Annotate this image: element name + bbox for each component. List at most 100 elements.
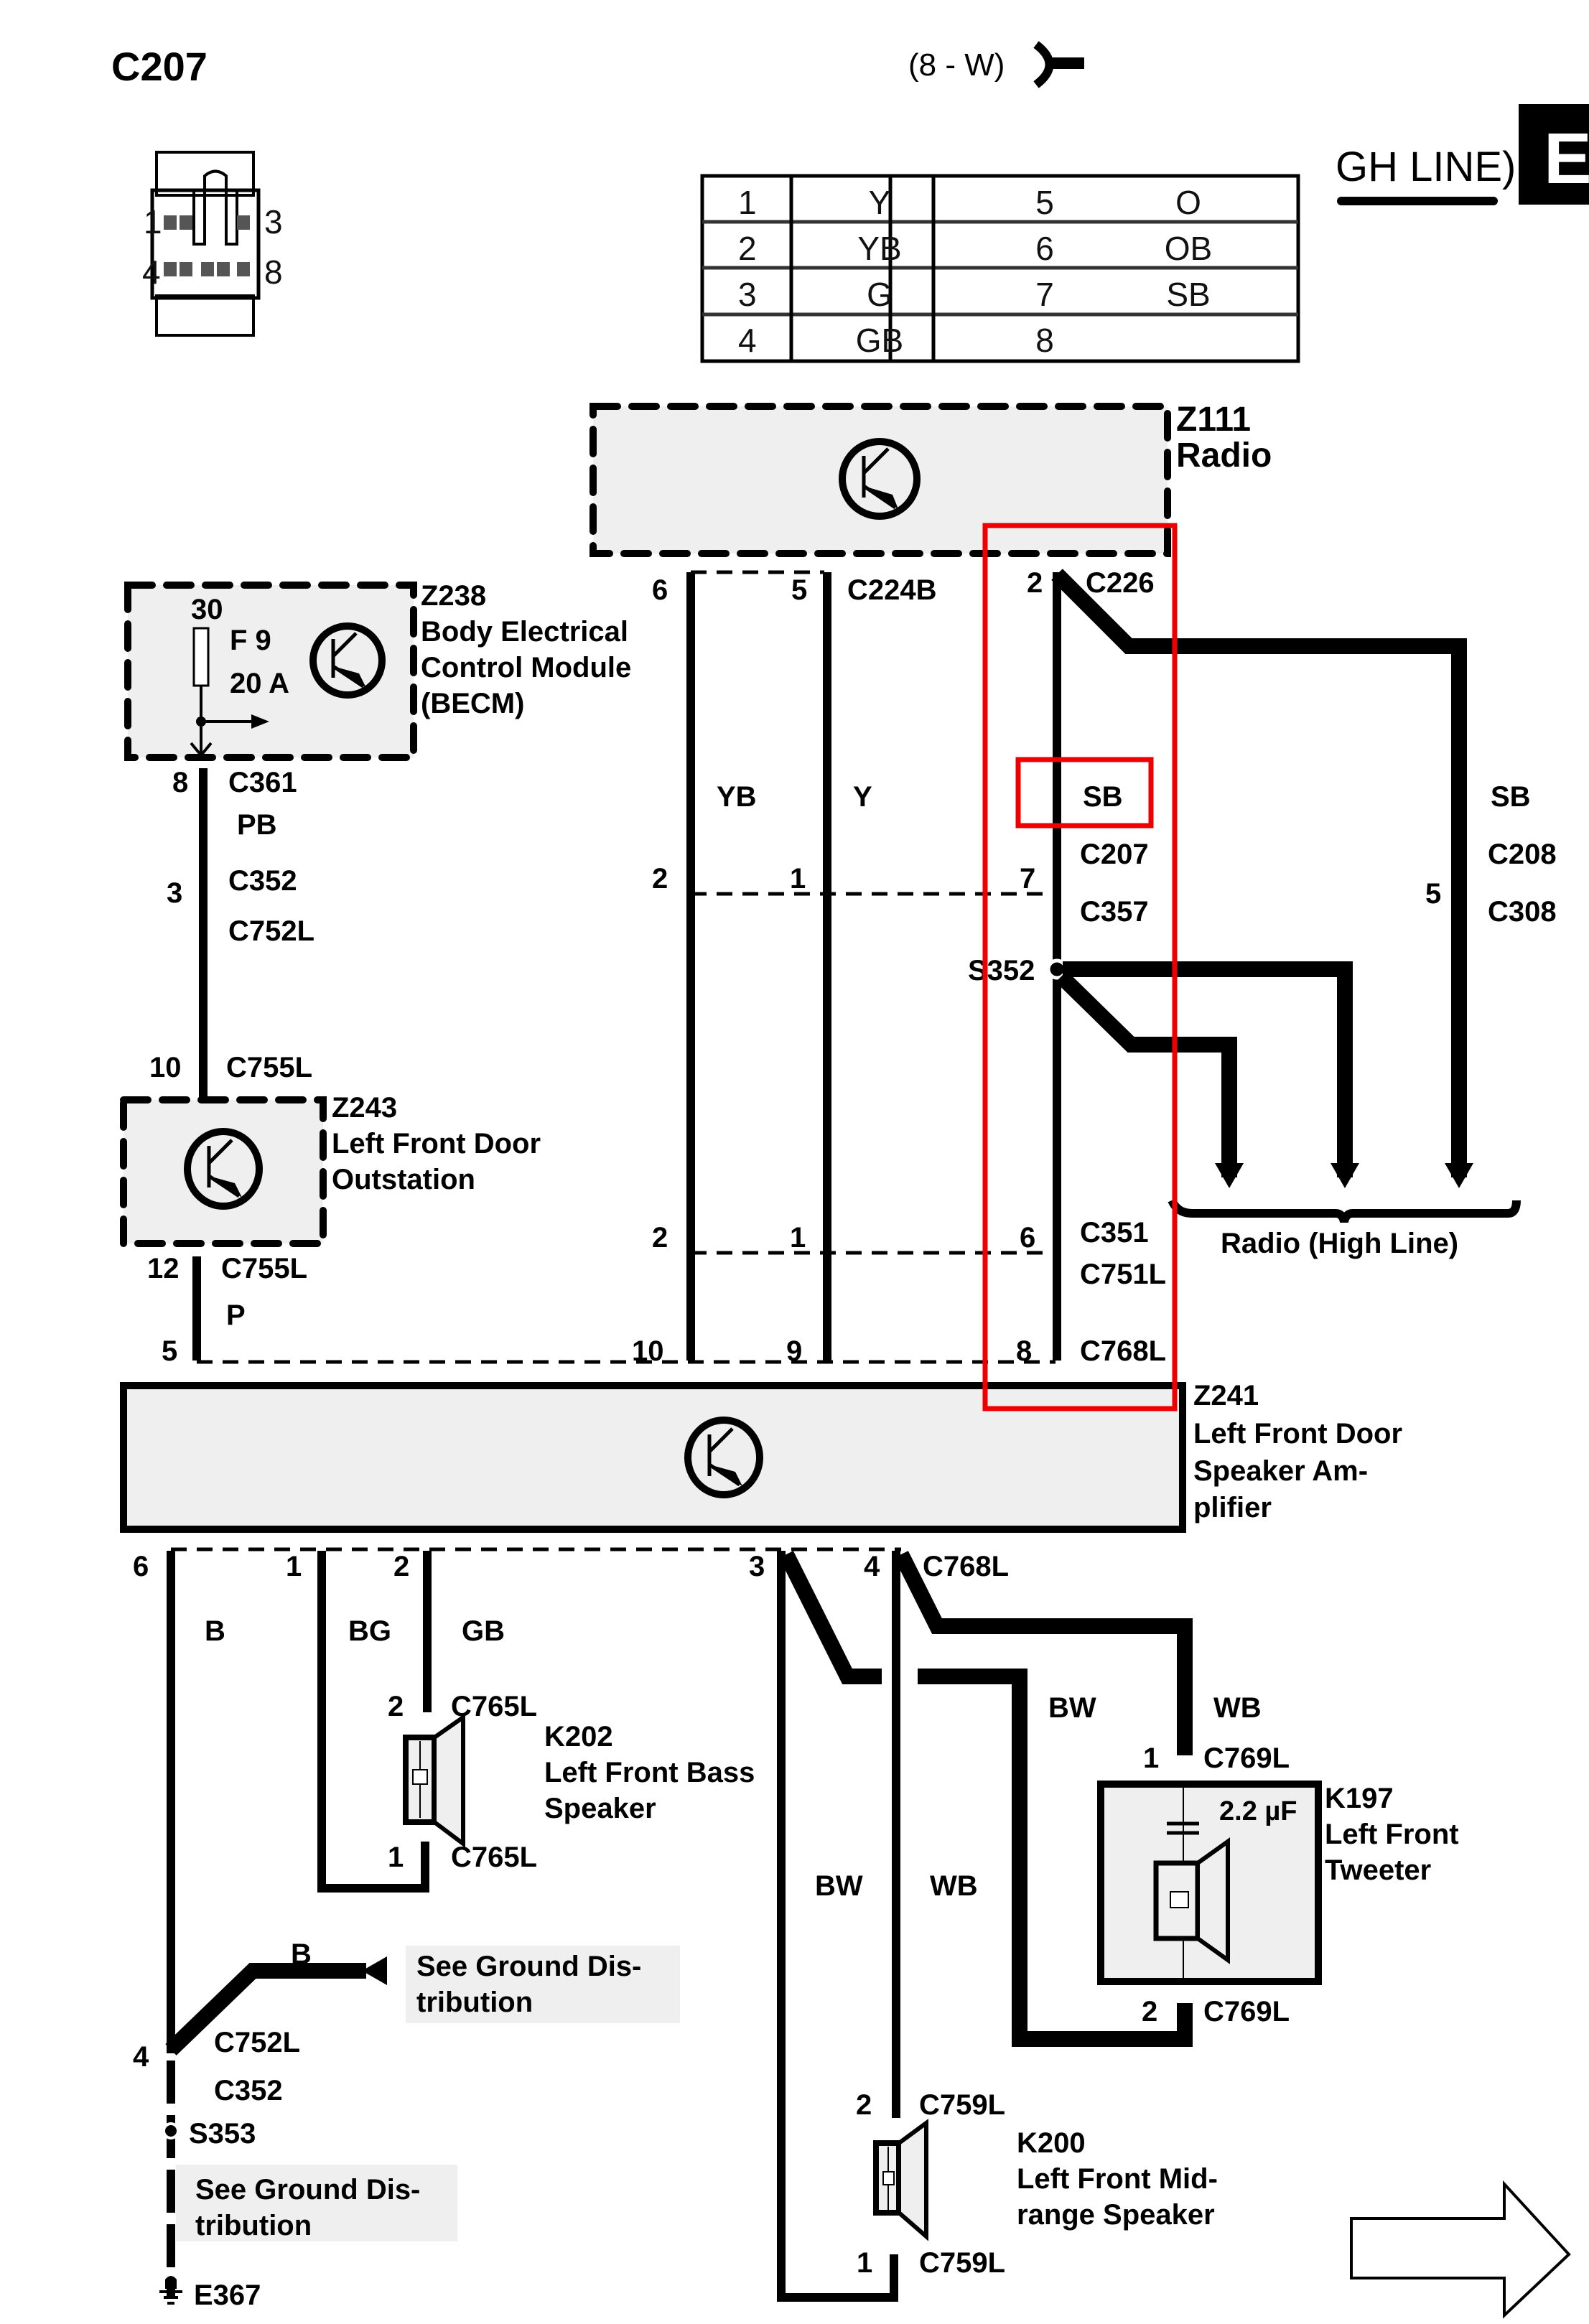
arrow-down-icon [1215,1163,1244,1188]
pin-number: 3 [749,1551,765,1582]
radio-high-line-note: Radio (High Line) [1221,1228,1458,1259]
pin-number: 10 [632,1335,664,1367]
amplifier-name-line: Left Front Door [1193,1418,1402,1450]
pin-number: 9 [786,1335,802,1367]
wire-sb-branch[interactable] [1056,971,1237,1177]
pin-number: 4 [133,2041,149,2073]
wire-color-bg: BG [348,1615,391,1647]
pin-number: 8 [1016,1335,1032,1367]
svg-text:Y: Y [869,184,891,221]
amplifier-name-line: Speaker Am- [1193,1455,1368,1487]
connector-pin-label-1: 1 [144,203,162,241]
radio-id: Z111 [1176,401,1251,439]
pin-number: 2 [652,1222,668,1254]
becm-name-line: Body Electrical [421,616,628,648]
wire-color-wb: WB [1213,1692,1262,1724]
ground-icon [159,2276,182,2305]
wire-wb-tweeter[interactable] [894,1551,1193,1755]
wire-sb-branch[interactable] [1063,961,1353,1177]
pin-number: 1 [286,1551,302,1582]
note-text: See Ground Dis- [195,2174,420,2206]
pin-number: 7 [1020,863,1035,895]
radio-name: Radio [1176,437,1272,475]
pin-number: 2 [388,1691,404,1722]
wire-bw-tweeter[interactable] [918,1669,1193,2047]
svg-text:6: 6 [1035,230,1054,267]
wire-color-sb: SB [1491,781,1531,813]
outstation-id: Z243 [332,1092,397,1124]
section-badge [1519,104,1589,205]
becm-name-line: Control Module [421,652,631,683]
svg-text:4: 4 [738,322,757,359]
connector-label-c208: C208 [1488,839,1557,870]
note-text: See Ground Dis- [416,1951,641,1982]
wire-color-wb: WB [930,1870,978,1902]
connector-label-c759l: C759L [919,2089,1005,2121]
group-bracket [1168,1198,1521,1223]
pin-number: 1 [388,1842,404,1873]
connector-label-c308: C308 [1488,896,1557,928]
bass-speaker-name-line: Left Front Bass [544,1757,755,1788]
wire-color-b: B [205,1615,225,1647]
connector-label-c765l: C765L [451,1842,537,1873]
wire-color-pb: PB [237,809,277,841]
pin-number: 1 [857,2247,872,2279]
connector-label-c224b: C224B [847,574,937,606]
section-title-fragment: GH LINE) [1336,144,1516,190]
connector-label-c752l: C752L [228,915,314,947]
pin-table-row: 4 GB 8 [738,322,1054,359]
fuse-icon [192,627,210,687]
connector-label-c768l: C768L [923,1551,1009,1582]
bass-speaker-name-line: Speaker [544,1793,656,1824]
ground-distribution-note[interactable] [176,2165,457,2241]
wire-bw[interactable] [777,1551,898,2302]
connector-label-c765l: C765L [451,1691,537,1722]
wire-color-yb: YB [717,781,757,813]
ground-distribution-note[interactable] [406,1946,680,2023]
connector-title: C207 [111,44,208,89]
outstation-name-line: Outstation [332,1164,475,1195]
transistor-icon [684,1417,763,1498]
capacitor-value: 2.2 µF [1219,1796,1297,1826]
svg-text:1: 1 [738,184,757,221]
becm-module-box[interactable] [124,582,417,761]
pin-number: 2 [652,863,668,895]
pin-number: 12 [147,1253,180,1284]
fuse-id: F 9 [230,625,271,656]
wire-bg[interactable] [317,1551,429,1893]
connector-label-c751l: C751L [1080,1259,1166,1290]
transistor-icon [839,438,921,520]
radio-module-box[interactable] [590,403,1171,557]
svg-text:SB: SB [1166,276,1210,313]
fuse-output-arrow-icon [190,686,269,758]
outstation-name-line: Left Front Door [332,1128,541,1159]
pin-number: 2 [1027,567,1043,599]
wire-color-bw: BW [815,1870,863,1902]
connector-label-c357: C357 [1080,896,1149,928]
door-outstation-box[interactable] [120,1096,327,1247]
connector-label-c352: C352 [214,2075,283,2106]
connector-pin-label-4: 4 [142,253,161,291]
amplifier-id: Z241 [1193,1380,1259,1411]
svg-text:8: 8 [1035,322,1054,359]
pin-number: 2 [1142,1996,1157,2027]
connector-label-c769l: C769L [1203,1996,1290,2027]
next-page-arrow-icon[interactable] [1350,2180,1571,2319]
connector-label-c768l: C768L [1080,1335,1166,1367]
splice-s353[interactable] [162,2122,180,2139]
connector-label-c207: C207 [1080,839,1149,870]
svg-text:7: 7 [1035,276,1054,313]
connector-label-c769l: C769L [1203,1742,1290,1774]
connector-plug-icon [1033,41,1084,88]
wire-bw-jumper[interactable] [779,1551,882,1684]
svg-text:5: 5 [1035,184,1054,221]
pin-number: 5 [1425,878,1441,910]
midrange-speaker-name-line: range Speaker [1017,2199,1215,2231]
becm-name-line: (BECM) [421,688,524,719]
pin-number: 5 [791,574,807,606]
tweeter-id: K197 [1325,1783,1394,1814]
connector-pin-label-8: 8 [264,253,283,291]
connector-pin-label-3: 3 [264,203,283,241]
wire-b-ground[interactable] [165,1963,366,2055]
wire-sb-branch[interactable] [1051,569,1467,1177]
